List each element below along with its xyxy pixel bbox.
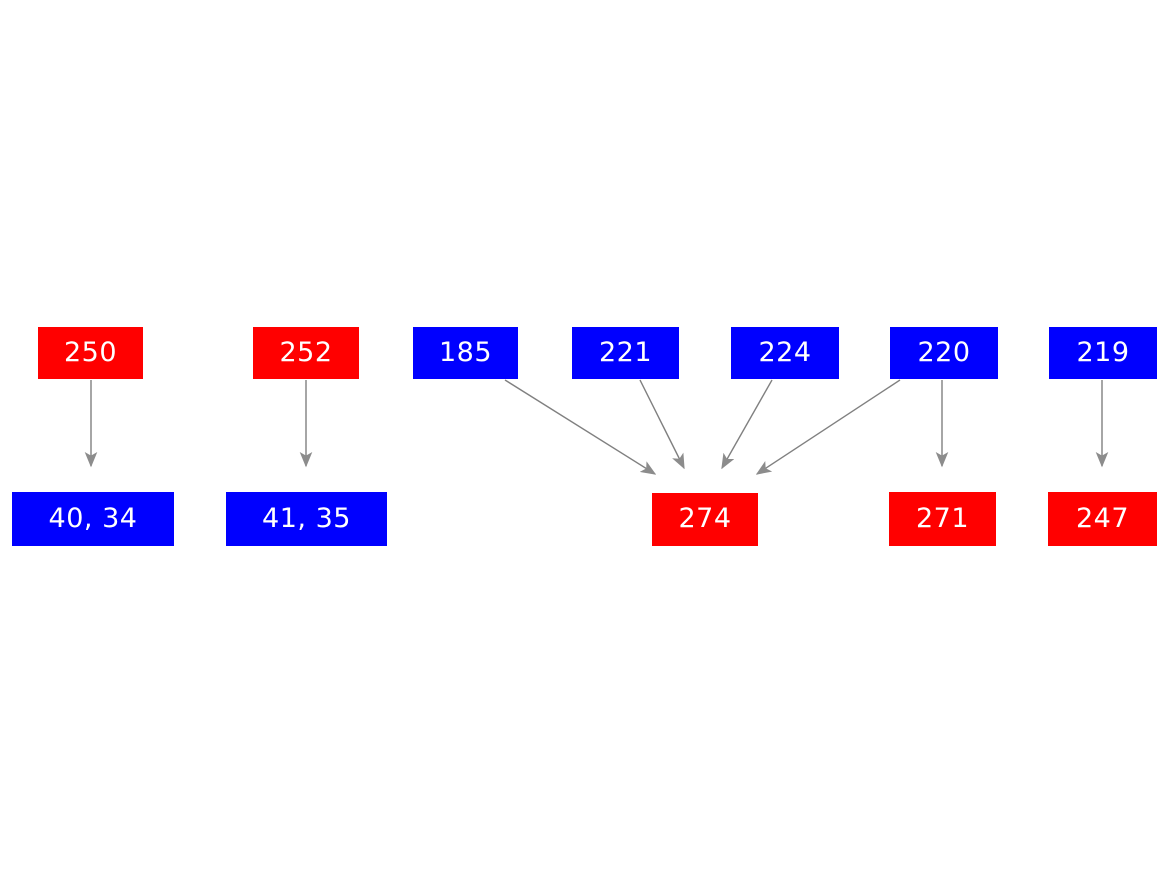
node-label: 224 <box>758 336 812 368</box>
node-219[interactable]: 219 <box>1049 327 1157 379</box>
node-40-34[interactable]: 40, 34 <box>12 492 174 546</box>
edge-n185-to-n274 <box>504 379 657 475</box>
node-label: 252 <box>279 336 333 368</box>
node-label: 250 <box>63 336 118 368</box>
node-221[interactable]: 221 <box>572 327 679 379</box>
node-label: 185 <box>438 336 493 368</box>
edge-n221-to-n274 <box>639 379 685 470</box>
node-label: 247 <box>1075 502 1130 534</box>
node-41-35[interactable]: 41, 35 <box>226 492 387 546</box>
edge-n220-to-n274 <box>755 379 901 475</box>
node-label: 220 <box>917 336 971 368</box>
node-label: 271 <box>915 502 970 534</box>
node-label: 219 <box>1076 336 1130 368</box>
node-271[interactable]: 271 <box>889 492 996 546</box>
node-252[interactable]: 252 <box>253 327 359 379</box>
node-220[interactable]: 220 <box>890 327 998 379</box>
node-274[interactable]: 274 <box>652 493 758 546</box>
node-250[interactable]: 250 <box>38 327 143 379</box>
node-label: 41, 35 <box>262 502 351 534</box>
edge-group <box>84 379 1109 475</box>
node-185[interactable]: 185 <box>413 327 518 379</box>
edge-n224-to-n274 <box>721 379 773 470</box>
node-247[interactable]: 247 <box>1048 492 1157 546</box>
node-label: 221 <box>598 336 653 368</box>
node-label: 40, 34 <box>48 502 138 534</box>
node-label: 274 <box>678 503 732 534</box>
node-224[interactable]: 224 <box>731 327 839 379</box>
